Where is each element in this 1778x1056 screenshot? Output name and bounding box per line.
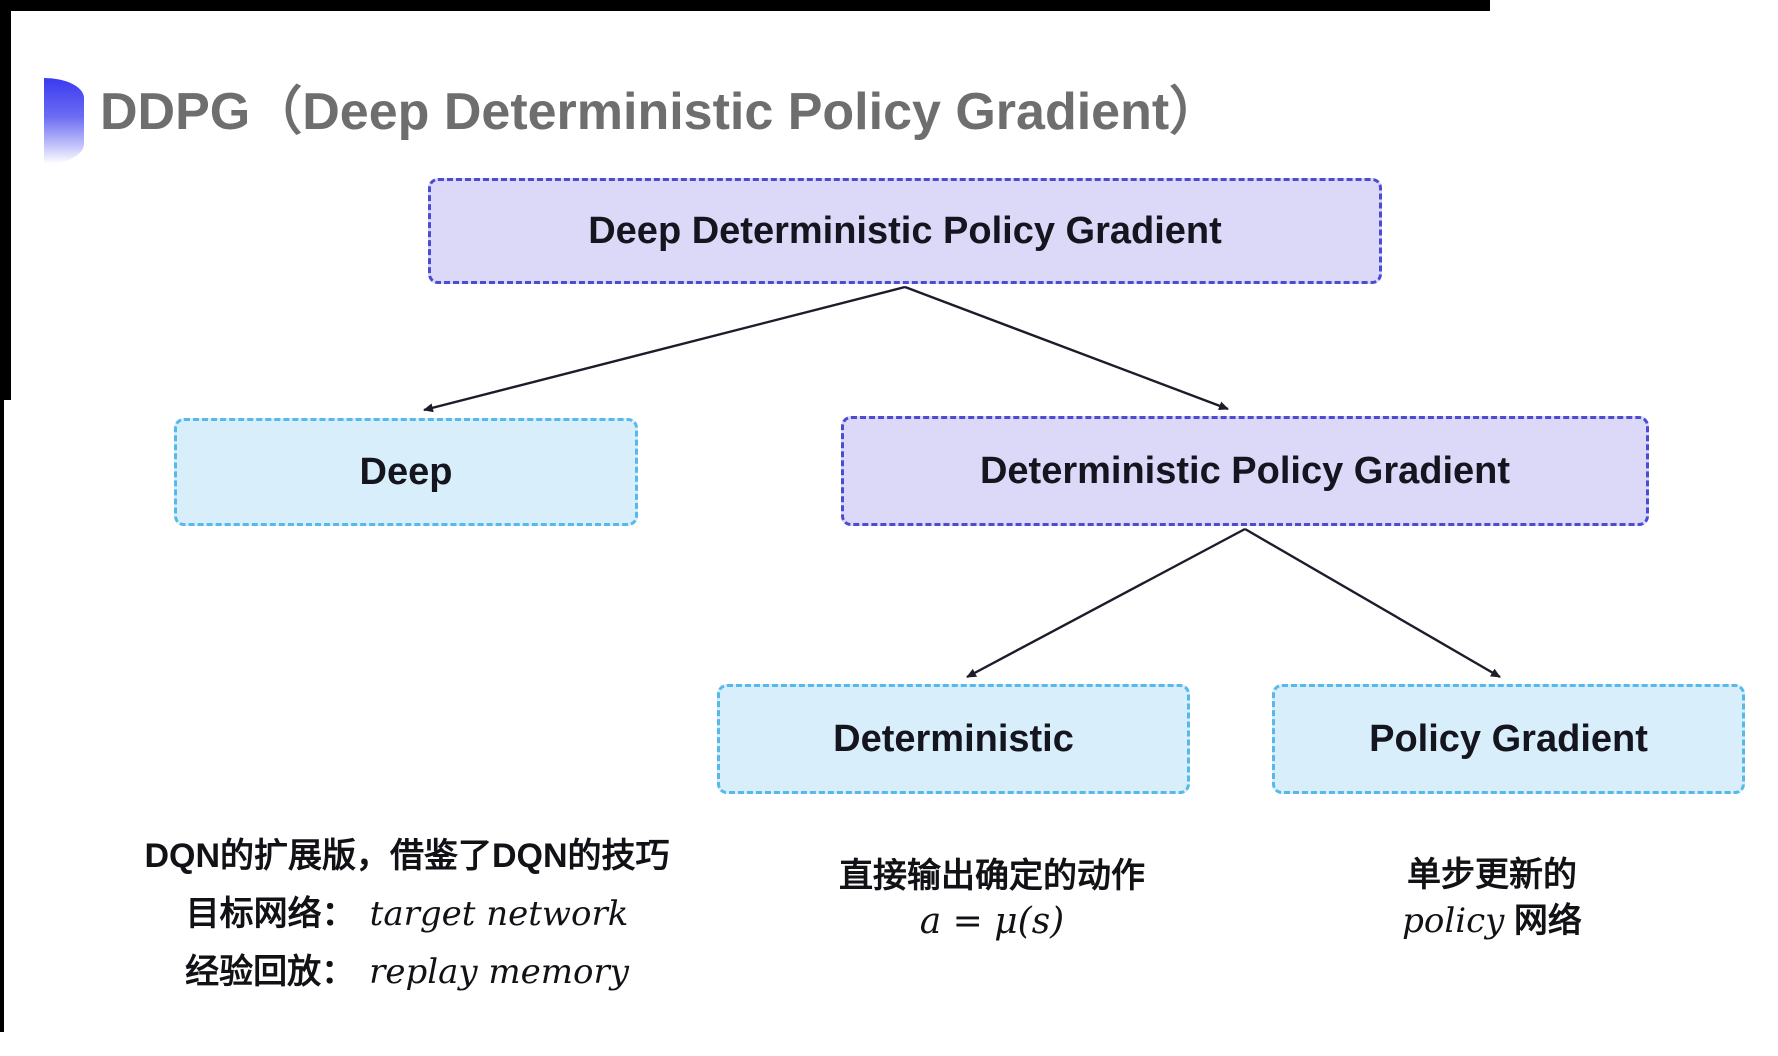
annotation-target-network-label: 目标网络： [185,895,356,933]
annotation-target-network-term: target network [369,894,629,934]
annotation-network-word: 网络 [1504,902,1582,940]
node-policy-gradient: Policy Gradient [1272,684,1745,794]
annotation-replay-memory-term: replay memory [369,952,629,992]
annotation-replay-memory-label: 经验回放： [185,953,356,991]
annotation-policy-network: policy 网络 [1402,901,1582,941]
node-deterministic-policy-gradient: Deterministic Policy Gradient [841,416,1649,526]
annotation-deterministic: 直接输出确定的动作 a = μ(s) [692,856,1292,942]
annotation-policy-gradient: 单步更新的 policy 网络 [1192,855,1778,941]
node-deep: Deep [174,418,638,526]
node-label: Policy Gradient [1369,717,1648,760]
annotation-replay-memory: 经验回放： replay memory [185,952,629,992]
arrow-root-to-deep [423,285,906,413]
annotation-policy-gradient-summary: 单步更新的 [1407,856,1577,894]
letterbox-left-edge [0,0,11,400]
page-title: DDPG（Deep Deterministic Policy Gradient） [100,83,1222,141]
node-label: Deterministic [833,717,1074,760]
annotation-deep-summary: DQN的扩展版，借鉴了DQN的技巧 [144,837,670,875]
letterbox-left-edge-thin [0,400,4,1032]
node-deep-deterministic-policy-gradient: Deep Deterministic Policy Gradient [428,178,1382,284]
annotation-target-network: 目标网络： target network [186,894,629,934]
annotation-policy-word: policy [1402,901,1505,941]
annotation-deterministic-summary: 直接输出确定的动作 [839,857,1145,895]
arrow-dpg-to-deterministic [966,527,1246,679]
node-label: Deterministic Policy Gradient [979,449,1511,492]
annotation-deep: DQN的扩展版，借鉴了DQN的技巧 目标网络： target network 经验… [107,836,707,992]
arrow-dpg-to-policy-gradient [1244,527,1501,679]
node-label: Deep [359,450,453,493]
annotation-deterministic-formula: a = μ(s) [919,901,1065,942]
arrow-root-to-dpg [904,285,1229,411]
node-deterministic: Deterministic [717,684,1190,794]
letterbox-top-edge [0,0,1490,11]
title-bullet-icon [44,78,84,164]
node-label: Deep Deterministic Policy Gradient [588,209,1222,252]
